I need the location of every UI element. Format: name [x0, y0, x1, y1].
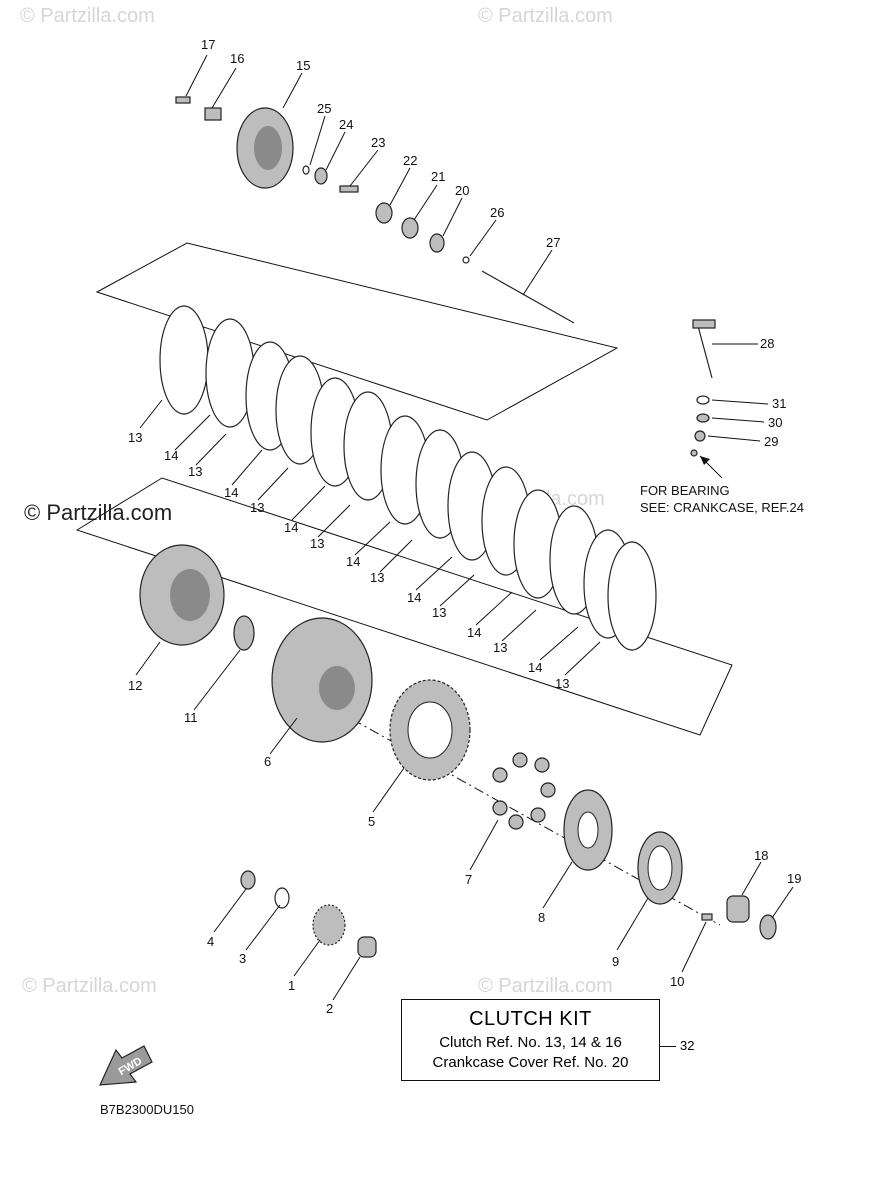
callout-13: 13 — [370, 570, 384, 585]
callout-14: 14 — [224, 485, 238, 500]
pin-part[interactable] — [701, 913, 713, 921]
clutch-kit-line-1: Clutch Ref. No. 13, 14 & 16 — [439, 1034, 622, 1051]
callout-19: 19 — [787, 871, 801, 886]
callout-16: 16 — [230, 51, 244, 66]
callout-23: 23 — [371, 135, 385, 150]
bearing-part[interactable] — [726, 895, 750, 923]
lower-small-parts[interactable] — [240, 870, 377, 958]
callout-15: 15 — [296, 58, 310, 73]
callout-29: 29 — [764, 434, 778, 449]
clutch-plate-frame-upper — [95, 242, 619, 421]
callout-14: 14 — [528, 660, 542, 675]
bolt-part[interactable] — [175, 96, 191, 104]
watermark-bottom-left: © Partzilla.com — [22, 975, 157, 997]
watermark-top-left: © Partzilla.com — [20, 5, 155, 27]
push-rod-part[interactable] — [481, 270, 575, 324]
pressure-plate-part[interactable] — [236, 107, 294, 189]
callout-4: 4 — [207, 934, 214, 949]
clutch-kit-line-2: Crankcase Cover Ref. No. 20 — [432, 1054, 629, 1071]
callout-30: 30 — [768, 415, 782, 430]
primary-driven-gear-part[interactable] — [389, 679, 471, 781]
callout-13: 13 — [493, 640, 507, 655]
callout-14: 14 — [407, 590, 421, 605]
callout-32: 32 — [680, 1038, 695, 1053]
callout-13: 13 — [555, 676, 569, 691]
callout-13: 13 — [250, 500, 264, 515]
callout-6: 6 — [264, 754, 271, 769]
callout-13: 13 — [432, 605, 446, 620]
callout-17: 17 — [201, 37, 215, 52]
callout-14: 14 — [346, 554, 360, 569]
callout-numbers: 17 16 15 25 24 23 22 21 20 26 27 28 31 3… — [128, 37, 801, 1016]
callout-27: 27 — [546, 235, 560, 250]
callout-9: 9 — [612, 954, 619, 969]
spring-part[interactable] — [204, 107, 222, 121]
callout-8: 8 — [538, 910, 545, 925]
clutch-plate-stack[interactable] — [159, 305, 657, 651]
lever-seal-parts[interactable] — [690, 395, 710, 457]
callout-7: 7 — [465, 872, 472, 887]
watermark-bottom-center: © Partzilla.com — [478, 975, 613, 997]
drive-plate-part[interactable] — [637, 831, 683, 905]
damper-part[interactable] — [492, 752, 556, 830]
bearing-note-line2: SEE: CRANKCASE, REF.24 — [640, 500, 804, 515]
callout-28: 28 — [760, 336, 774, 351]
callout-5: 5 — [368, 814, 375, 829]
callout-2: 2 — [326, 1001, 333, 1016]
fwd-arrow: FWD — [99, 1045, 153, 1086]
callout-22: 22 — [403, 153, 417, 168]
callout-10: 10 — [670, 974, 684, 989]
bearing-note-line1: FOR BEARING — [640, 483, 730, 498]
callout-13: 13 — [310, 536, 324, 551]
callout-14: 14 — [284, 520, 298, 535]
callout-31: 31 — [772, 396, 786, 411]
callout-14: 14 — [164, 448, 178, 463]
clutch-kit-leader — [660, 1046, 676, 1047]
clutch-plate-frame-lower — [75, 477, 733, 736]
callout-24: 24 — [339, 117, 353, 132]
clutch-housing-part[interactable] — [271, 617, 373, 743]
diagram-code: B7B2300DU150 — [100, 1102, 194, 1117]
small-parts-group[interactable] — [302, 165, 470, 264]
thrust-washer-part[interactable] — [233, 615, 255, 651]
callout-12: 12 — [128, 678, 142, 693]
collar-part[interactable] — [759, 914, 777, 940]
bearing-arrow-head — [700, 456, 710, 465]
clutch-kit-title: CLUTCH KIT — [469, 1008, 592, 1030]
callout-21: 21 — [431, 169, 445, 184]
callout-25: 25 — [317, 101, 331, 116]
clutch-kit-box[interactable]: CLUTCH KIT Clutch Ref. No. 13, 14 & 16 C… — [401, 999, 660, 1081]
callout-11: 11 — [184, 710, 198, 725]
callout-20: 20 — [455, 183, 469, 198]
callout-3: 3 — [239, 951, 246, 966]
plate-part[interactable] — [563, 789, 613, 871]
leader-lines — [135, 54, 794, 1001]
push-lever-part[interactable] — [692, 319, 716, 379]
callout-14: 14 — [467, 625, 481, 640]
clutch-boss-part[interactable] — [139, 544, 225, 646]
callout-18: 18 — [754, 848, 768, 863]
watermark-mid-left: © Partzilla.com — [24, 500, 172, 525]
watermark-top-center: © Partzilla.com — [478, 5, 613, 27]
callout-1: 1 — [288, 978, 295, 993]
callout-13: 13 — [128, 430, 142, 445]
callout-26: 26 — [490, 205, 504, 220]
callout-13: 13 — [188, 464, 202, 479]
